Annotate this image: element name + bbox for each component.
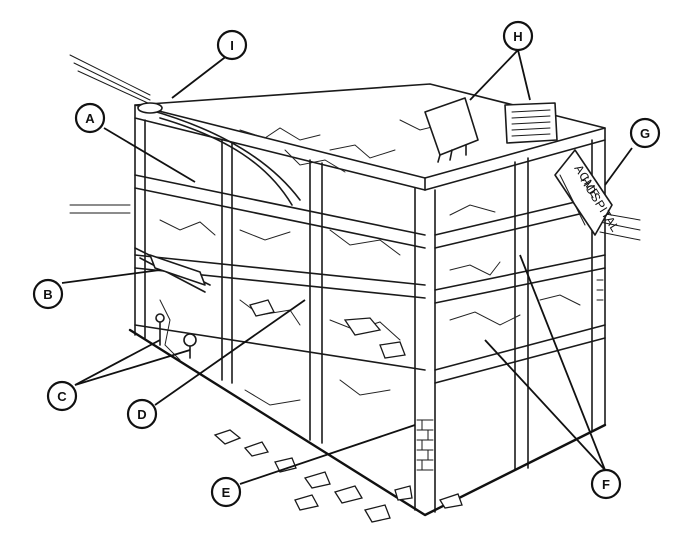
callout-c-letter: C [57,389,67,404]
hospital-sign: ACME HOSPITAL [554,149,622,236]
callout-d-letter: D [137,407,146,422]
callout-i-letter: I [230,38,234,53]
callout-b-letter: B [43,287,52,302]
callout-g: G [629,117,661,149]
callout-a: A [74,102,106,134]
debris [213,299,463,523]
roof-vent [137,102,163,114]
callout-e-letter: E [222,485,231,500]
rooftop-equipment [424,97,558,163]
callouts: A B C D E F G H [32,20,661,508]
callout-c: C [46,380,78,412]
callout-f: F [590,468,622,500]
callout-d: D [126,398,158,430]
callout-g-letter: G [640,126,650,141]
callout-f-letter: F [602,477,610,492]
callout-e: E [210,476,242,508]
brick-damage [416,279,604,471]
callout-i: I [216,29,248,61]
building [128,83,607,517]
callout-b: B [32,278,64,310]
callout-a-letter: A [85,111,95,126]
leader-lines [61,49,633,485]
callout-h-letter: H [513,29,522,44]
callout-h: H [502,20,534,52]
